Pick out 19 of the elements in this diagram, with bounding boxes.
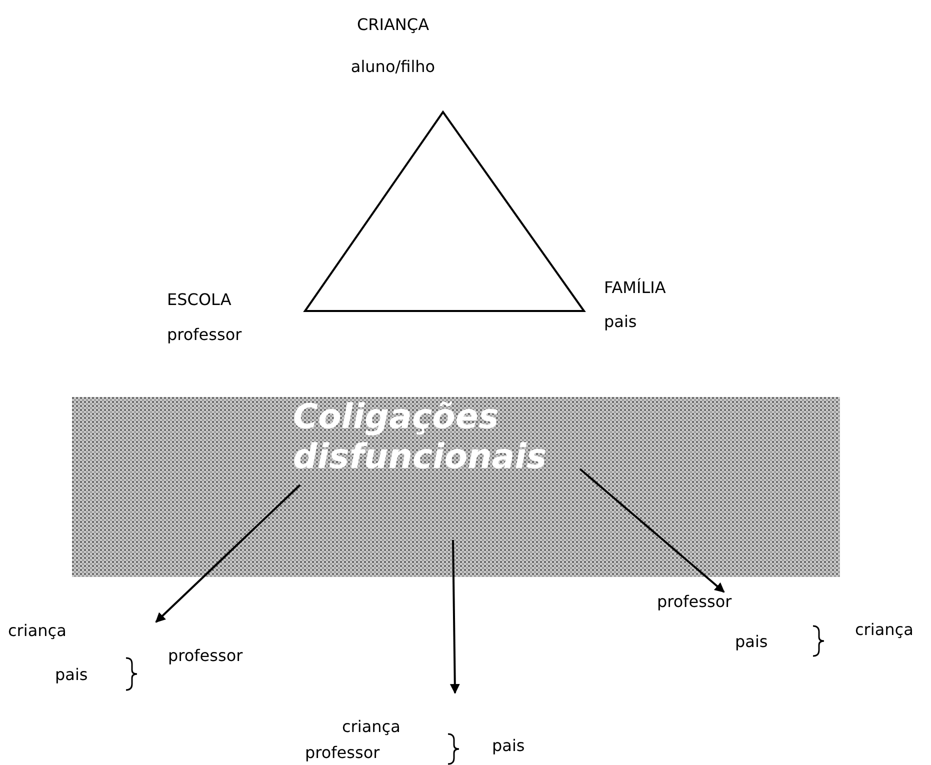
role-label: professor	[657, 592, 732, 612]
role-label: criança	[342, 717, 400, 737]
role-label: criança	[855, 620, 914, 640]
corner-label: ESCOLA	[167, 290, 232, 310]
corner-label: professor	[167, 325, 242, 345]
arrow	[450, 540, 460, 694]
role-label: pais	[735, 632, 768, 652]
corner-label: aluno/filho	[350, 57, 436, 77]
corner-label: FAMÍLIA	[604, 278, 666, 298]
dotted-band	[72, 397, 840, 577]
role-label: criança	[8, 621, 66, 641]
role-label: professor	[168, 646, 243, 666]
role-label: professor	[305, 743, 380, 763]
arrow	[579, 468, 725, 593]
corner-label: pais	[604, 312, 637, 332]
corner-label: CRIANÇA	[356, 15, 430, 35]
arrow	[155, 484, 301, 623]
role-label: pais	[492, 736, 525, 756]
role-label: pais	[55, 665, 88, 685]
